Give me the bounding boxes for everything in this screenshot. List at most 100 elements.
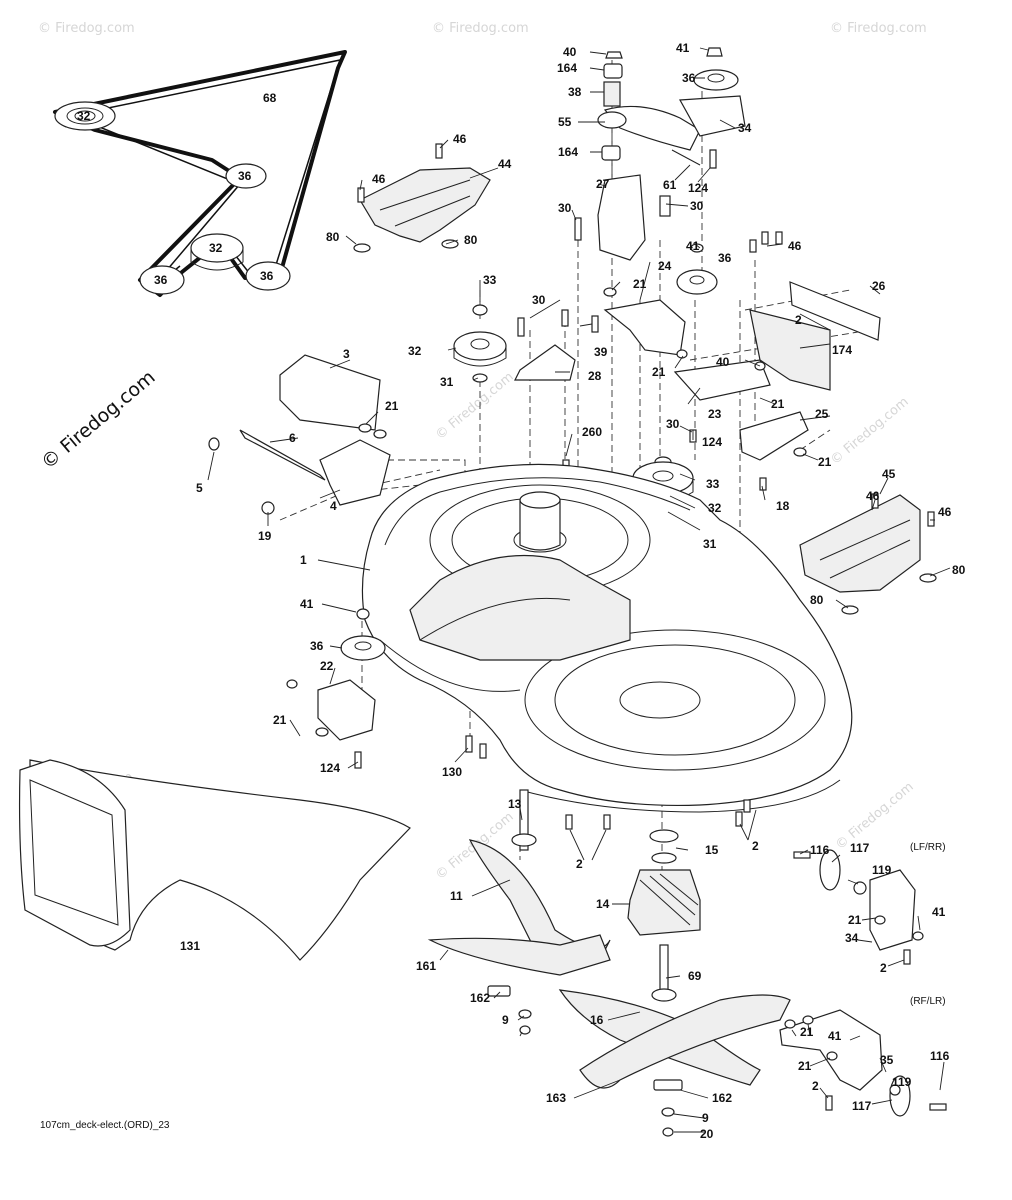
bracket-26-174	[676, 231, 881, 391]
callout-21: 21	[818, 455, 832, 469]
callout-24: 24	[658, 259, 672, 273]
callout-33: 33	[483, 273, 497, 287]
callout-80: 80	[326, 230, 340, 244]
mower-deck-1	[361, 463, 853, 813]
callout-4: 4	[330, 499, 337, 513]
callout-30: 30	[690, 199, 704, 213]
callout-18: 18	[776, 499, 790, 513]
callout-2: 2	[812, 1079, 819, 1093]
callout-21: 21	[798, 1059, 812, 1073]
callout-2: 2	[576, 857, 583, 871]
callout-21: 21	[848, 913, 862, 927]
callout-32: 32	[77, 109, 91, 123]
callout-31: 31	[703, 537, 717, 551]
callout-130: 130	[442, 765, 462, 779]
callout-164: 164	[558, 145, 578, 159]
callout-39: 39	[594, 345, 608, 359]
callout-68: 68	[263, 91, 277, 105]
callout-6: 6	[289, 431, 296, 445]
callout-161: 161	[416, 959, 436, 973]
watermark-top-right: © Firedog.com	[830, 21, 927, 36]
callout-36: 36	[718, 251, 732, 265]
callout-28: 28	[588, 369, 602, 383]
callout-41: 41	[676, 41, 690, 55]
callout-41: 41	[932, 905, 946, 919]
callout-5: 5	[196, 481, 203, 495]
callout-55: 55	[558, 115, 572, 129]
callout-30: 30	[666, 417, 680, 431]
callout-46: 46	[453, 132, 467, 146]
watermark-lower-right: © Firedog.com	[833, 779, 917, 853]
callout-34: 34	[738, 121, 752, 135]
callout-46: 46	[938, 505, 952, 519]
callout-25: 25	[815, 407, 829, 421]
callout-36: 36	[238, 169, 252, 183]
callout-163: 163	[546, 1091, 566, 1105]
watermark-right: © Firedog.com	[828, 394, 912, 468]
left-pulley-assembly	[453, 304, 599, 383]
variant-label-rf-lr: (RF/LR)	[910, 996, 946, 1007]
callout-41: 41	[300, 597, 314, 611]
callout-21: 21	[771, 397, 785, 411]
callout-116: 116	[810, 843, 830, 857]
callout-21: 21	[385, 399, 399, 413]
anti-scalp-wheel-lf-rr	[793, 849, 924, 965]
callout-174: 174	[832, 343, 852, 357]
callout-21: 21	[800, 1025, 814, 1039]
callout-26: 26	[872, 279, 886, 293]
idler-arm-assembly	[574, 47, 746, 261]
belt-pulley-36-left	[139, 265, 185, 295]
callout-14: 14	[596, 897, 610, 911]
callout-20: 20	[700, 1127, 714, 1141]
callout-2: 2	[880, 961, 887, 975]
callout-38: 38	[568, 85, 582, 99]
callout-117: 117	[850, 841, 870, 855]
right-spindle-blade	[558, 799, 791, 1137]
belt-routing-inset: 68 32 36 36 32 36	[53, 50, 347, 297]
callout-40: 40	[716, 355, 730, 369]
belt-cover-44	[353, 143, 491, 253]
watermark-top-left: © Firedog.com	[38, 21, 135, 36]
belt-pulley-36-right	[225, 163, 267, 189]
callout-164: 164	[557, 61, 577, 75]
callout-162: 162	[470, 991, 490, 1005]
callout-9: 9	[702, 1111, 709, 1125]
callout-119: 119	[892, 1075, 912, 1089]
callout-13: 13	[508, 797, 522, 811]
callout-23: 23	[708, 407, 722, 421]
watermark-brand: © Firedog.com	[37, 366, 159, 474]
callout-34: 34	[845, 931, 859, 945]
callout-80: 80	[952, 563, 966, 577]
callout-41: 41	[686, 239, 700, 253]
callout-32: 32	[408, 344, 422, 358]
callout-46: 46	[372, 172, 386, 186]
callout-119: 119	[872, 863, 892, 877]
callout-22: 22	[320, 659, 334, 673]
callout-19: 19	[258, 529, 272, 543]
callout-32: 32	[708, 501, 722, 515]
callout-27: 27	[596, 177, 610, 191]
callout-36: 36	[154, 273, 168, 287]
belt-pulley-32-top	[54, 101, 116, 131]
belt-pulley-36-mid	[245, 261, 291, 291]
callout-131: 131	[180, 939, 200, 953]
footer-code: 107cm_deck-elect.(ORD)_23	[40, 1120, 170, 1131]
discharge-chute-131	[18, 759, 411, 961]
callout-69: 69	[688, 969, 702, 983]
left-idler-assembly	[286, 608, 487, 769]
callout-32: 32	[209, 241, 223, 255]
callout-30: 30	[532, 293, 546, 307]
callout-30: 30	[558, 201, 572, 215]
callout-35: 35	[880, 1053, 894, 1067]
brackets-3-4-6	[208, 354, 570, 515]
drive-belt-68	[53, 50, 347, 297]
callout-labels: 40 164 38 55 164 41 36 34 61 124 46 44 4…	[40, 41, 966, 1141]
callout-11: 11	[450, 889, 463, 903]
callout-3: 3	[343, 347, 350, 361]
callout-2: 2	[795, 313, 802, 327]
callout-124: 124	[320, 761, 340, 775]
callout-41: 41	[828, 1029, 842, 1043]
callout-36: 36	[310, 639, 324, 653]
callout-9: 9	[502, 1013, 509, 1027]
